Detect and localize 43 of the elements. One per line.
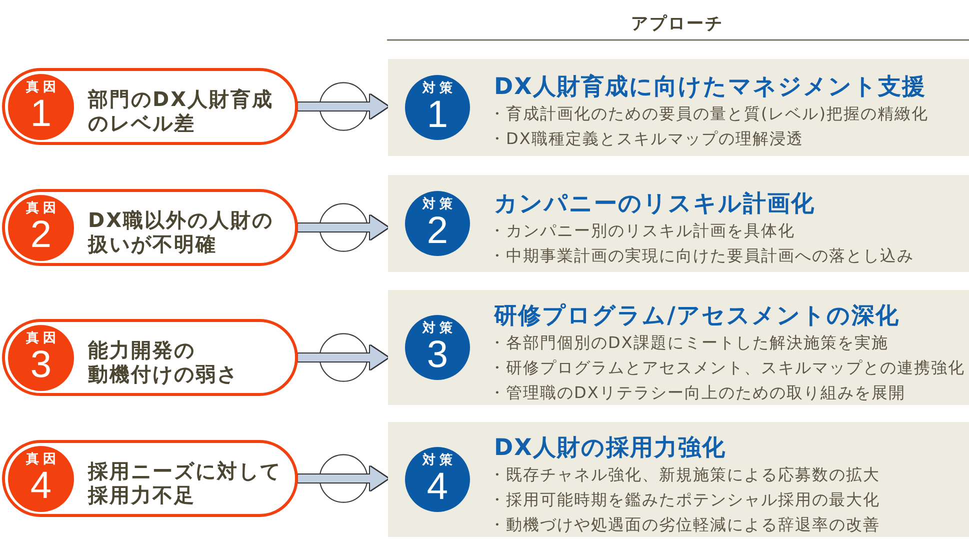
panel-title: DX人財育成に向けたマネジメント支援	[494, 73, 926, 101]
number-circle	[8, 324, 74, 390]
circle-number: 4	[30, 467, 52, 505]
bullet-text: ・カンパニー別のリスキル計画を具体化	[489, 220, 795, 242]
measure-panel	[388, 59, 969, 156]
circle-number: 1	[30, 95, 52, 133]
bullet-text: ・各部門個別のDX課題にミートした解決施策を実施	[489, 332, 888, 354]
circle-number: 2	[426, 212, 448, 250]
cause-text: 能力開発の動機付けの弱さ	[88, 338, 238, 386]
panel-title: DX人財の採用力強化	[494, 434, 726, 462]
circle-label: 真因	[25, 331, 60, 346]
number-circle	[8, 446, 74, 512]
cause-text: 採用ニーズに対して採用力不足	[88, 458, 282, 506]
circle-label: 対策	[421, 453, 456, 468]
measure-panel	[388, 290, 969, 405]
bullet-text: ・育成計画化のための要員の量と質(レベル)把握の精緻化	[489, 103, 928, 125]
circle-number: 2	[30, 216, 52, 254]
circle-label: 真因	[25, 80, 60, 95]
panel-title: 研修プログラム/アセスメントの深化	[494, 302, 900, 330]
circle-label: 対策	[421, 81, 456, 96]
number-circle	[8, 74, 74, 140]
circle-label: 真因	[25, 452, 60, 467]
bullet-text: ・既存チャネル強化、新規施策による応募数の拡大	[489, 464, 880, 486]
bullet-text: ・研修プログラムとアセスメント、スキルマップとの連携強化	[489, 357, 965, 379]
circle-number: 3	[426, 336, 448, 374]
bullet-text: ・中期事業計画の実現に向けた要員計画への落とし込み	[489, 245, 914, 267]
bullet-text: ・採用可能時期を鑑みたポテンシャル採用の最大化	[489, 489, 880, 511]
circle-number: 4	[426, 468, 448, 506]
bullet-text: ・管理職のDXリテラシー向上のための取り組みを展開	[489, 382, 906, 404]
column-heading: アプローチ	[630, 14, 724, 34]
cause-text: DX職以外の人財の扱いが不明確	[88, 208, 274, 256]
bullet-text: ・動機づけや処遇面の劣位軽減による辞退率の改善	[489, 514, 880, 536]
circle-label: 真因	[25, 201, 60, 216]
circle-number: 1	[426, 96, 448, 134]
cause-text: 部門のDX人財育成のレベル差	[88, 86, 274, 134]
measure-panel	[388, 175, 969, 272]
panel-title: カンパニーのリスキル計画化	[494, 190, 815, 218]
circle-label: 対策	[421, 321, 456, 336]
bullet-text: ・DX職種定義とスキルマップの理解浸透	[489, 128, 804, 150]
circle-number: 3	[30, 346, 52, 384]
measure-panel	[388, 422, 969, 537]
number-circle	[8, 194, 74, 260]
circle-label: 対策	[421, 197, 456, 212]
